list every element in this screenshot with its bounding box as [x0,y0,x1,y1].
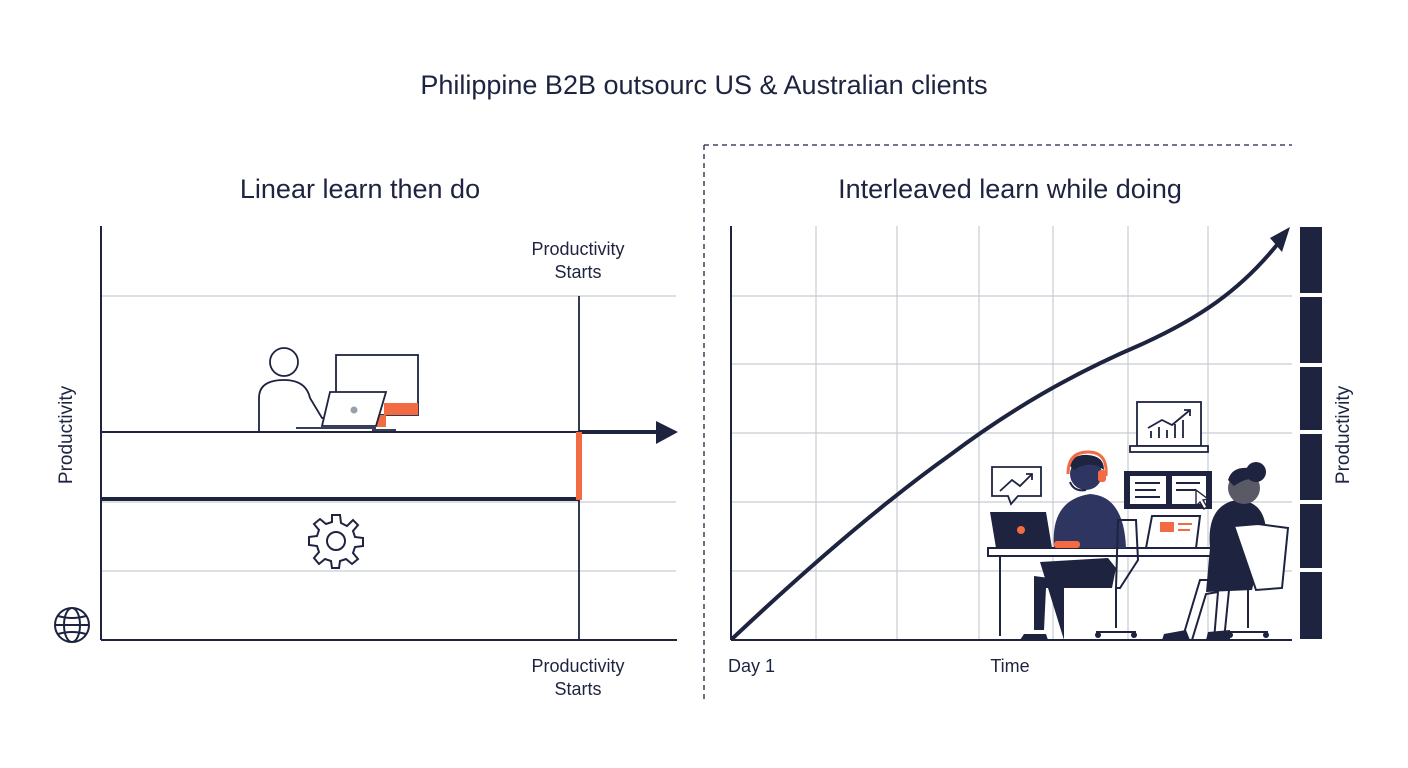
team-worker-icon [1144,462,1290,641]
laptop-chart-icon [1129,401,1209,453]
x-start-label: Day 1 [728,656,776,676]
globe-icon [54,607,90,643]
document-screen-icon [1124,471,1212,510]
right-axes [730,226,1292,641]
x-axis-label: Time [990,656,1030,676]
panel-divider [703,144,1292,700]
productivity-starts-label-bottom: Productivity Starts [531,656,625,699]
left-panel-title: Linear learn then do [239,174,481,204]
transition-accent-bar [576,432,582,500]
left-panel [102,295,676,572]
left-axes [100,226,678,641]
person-at-computer-icon [258,347,419,432]
cursor-icon [1195,488,1210,510]
productivity-starts-label-top: Productivity Starts [531,239,625,282]
gear-icon [308,514,364,569]
headset-agent-icon [1020,450,1140,640]
growth-arrow-head [1270,227,1290,252]
chart-up-icon [991,466,1042,506]
growth-curve [731,227,1290,640]
main-title: Philippine B2B outsourc US & Australian … [420,70,988,100]
productivity-bar-column [1300,227,1322,639]
right-panel-title: Interleaved learn while doing [838,174,1182,204]
laptop-icon [990,512,1052,548]
productivity-arrow-head [656,421,678,444]
